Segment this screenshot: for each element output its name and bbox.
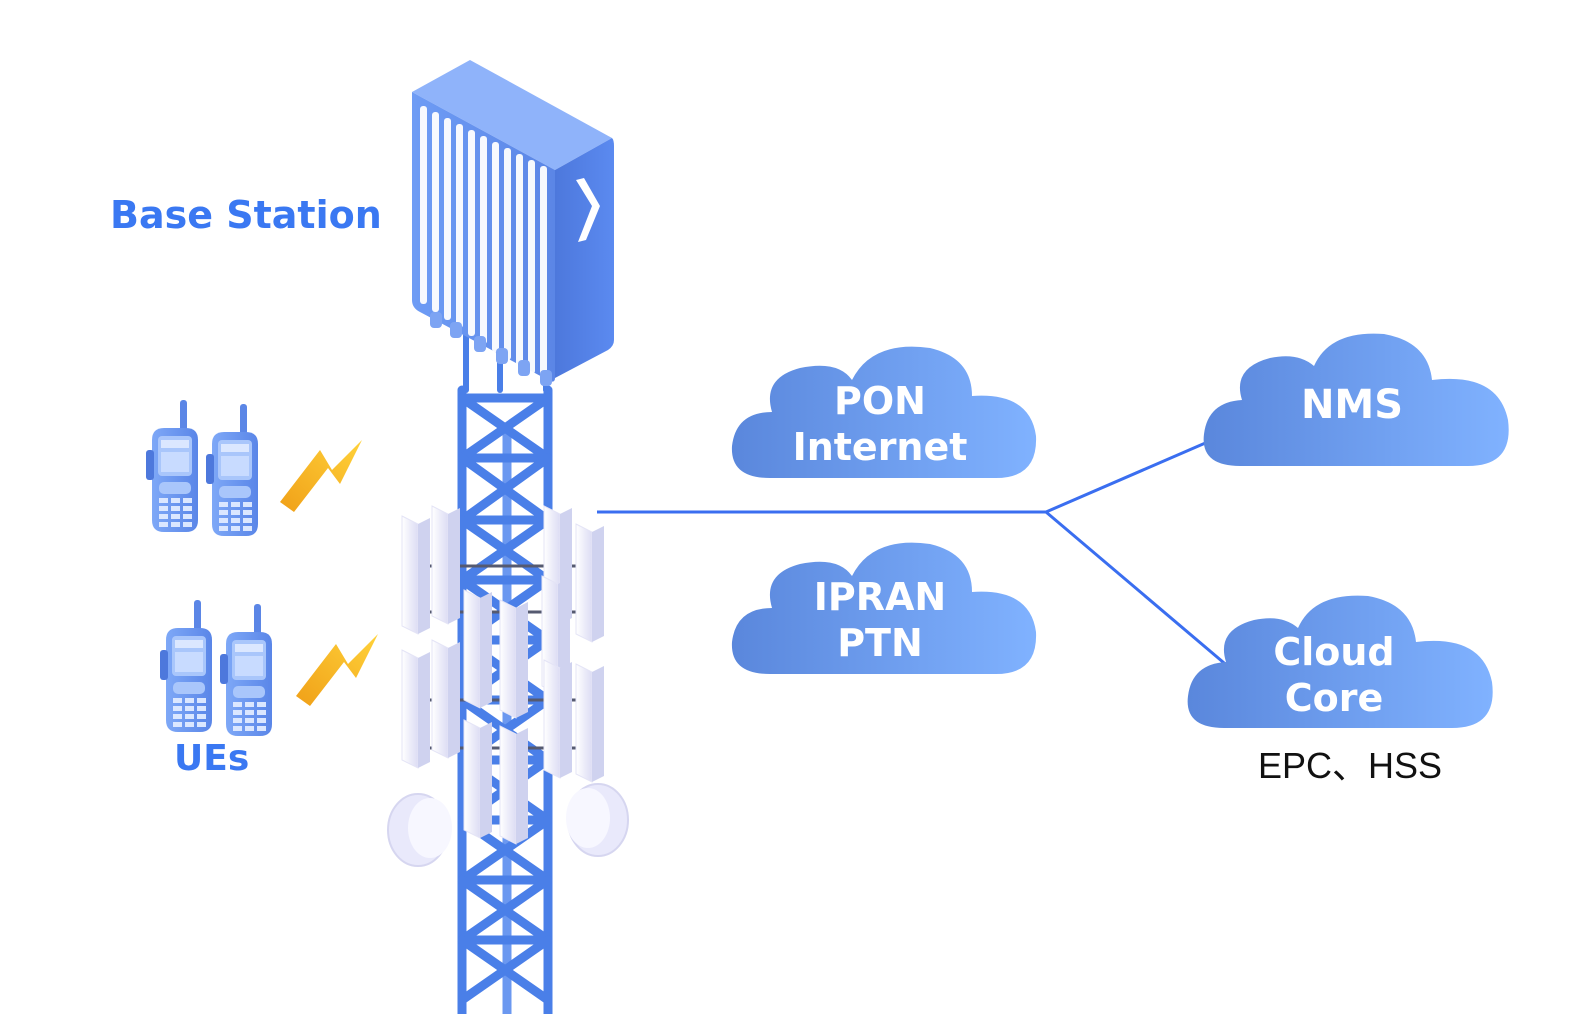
cloud-core-line2: Core <box>1285 676 1384 720</box>
lightning-signal-icon <box>280 440 362 512</box>
cloud-core-line1: Cloud <box>1273 630 1394 674</box>
ues-label: UEs <box>174 738 249 779</box>
ue-group-bottom <box>160 600 272 736</box>
microwave-dish-icon <box>387 783 629 867</box>
cloud-ipran-line1: IPRAN <box>814 575 946 619</box>
cloud-pon-line2: Internet <box>793 425 968 469</box>
cloud-ipran-ptn: IPRAN PTN <box>731 542 1037 674</box>
cloud-nms: NMS <box>1203 333 1509 466</box>
lightning-signal-icon <box>296 634 378 706</box>
cloud-shape <box>731 346 1037 478</box>
cloud-pon-line1: PON <box>834 379 926 423</box>
base-station-label: Base Station <box>110 193 382 237</box>
cloud-ipran-line2: PTN <box>837 621 923 665</box>
link-hub-to-core <box>1045 510 1231 670</box>
cloud-shape <box>1187 595 1493 728</box>
ue-group-top <box>146 400 258 536</box>
cloud-pon-internet: PON Internet <box>731 346 1037 478</box>
cloud-shape <box>1203 333 1509 466</box>
cloud-nms-line1: NMS <box>1301 382 1403 428</box>
walkie-talkie-icon <box>146 400 198 532</box>
walkie-talkie-icon <box>160 600 212 732</box>
cloud-shape <box>731 542 1037 674</box>
walkie-talkie-icon <box>220 604 272 736</box>
cloud-core: Cloud Core <box>1187 595 1493 728</box>
walkie-talkie-icon <box>206 404 258 536</box>
base-station-radio-icon <box>412 60 614 386</box>
core-subtitle: EPC、HSS <box>1258 745 1442 786</box>
